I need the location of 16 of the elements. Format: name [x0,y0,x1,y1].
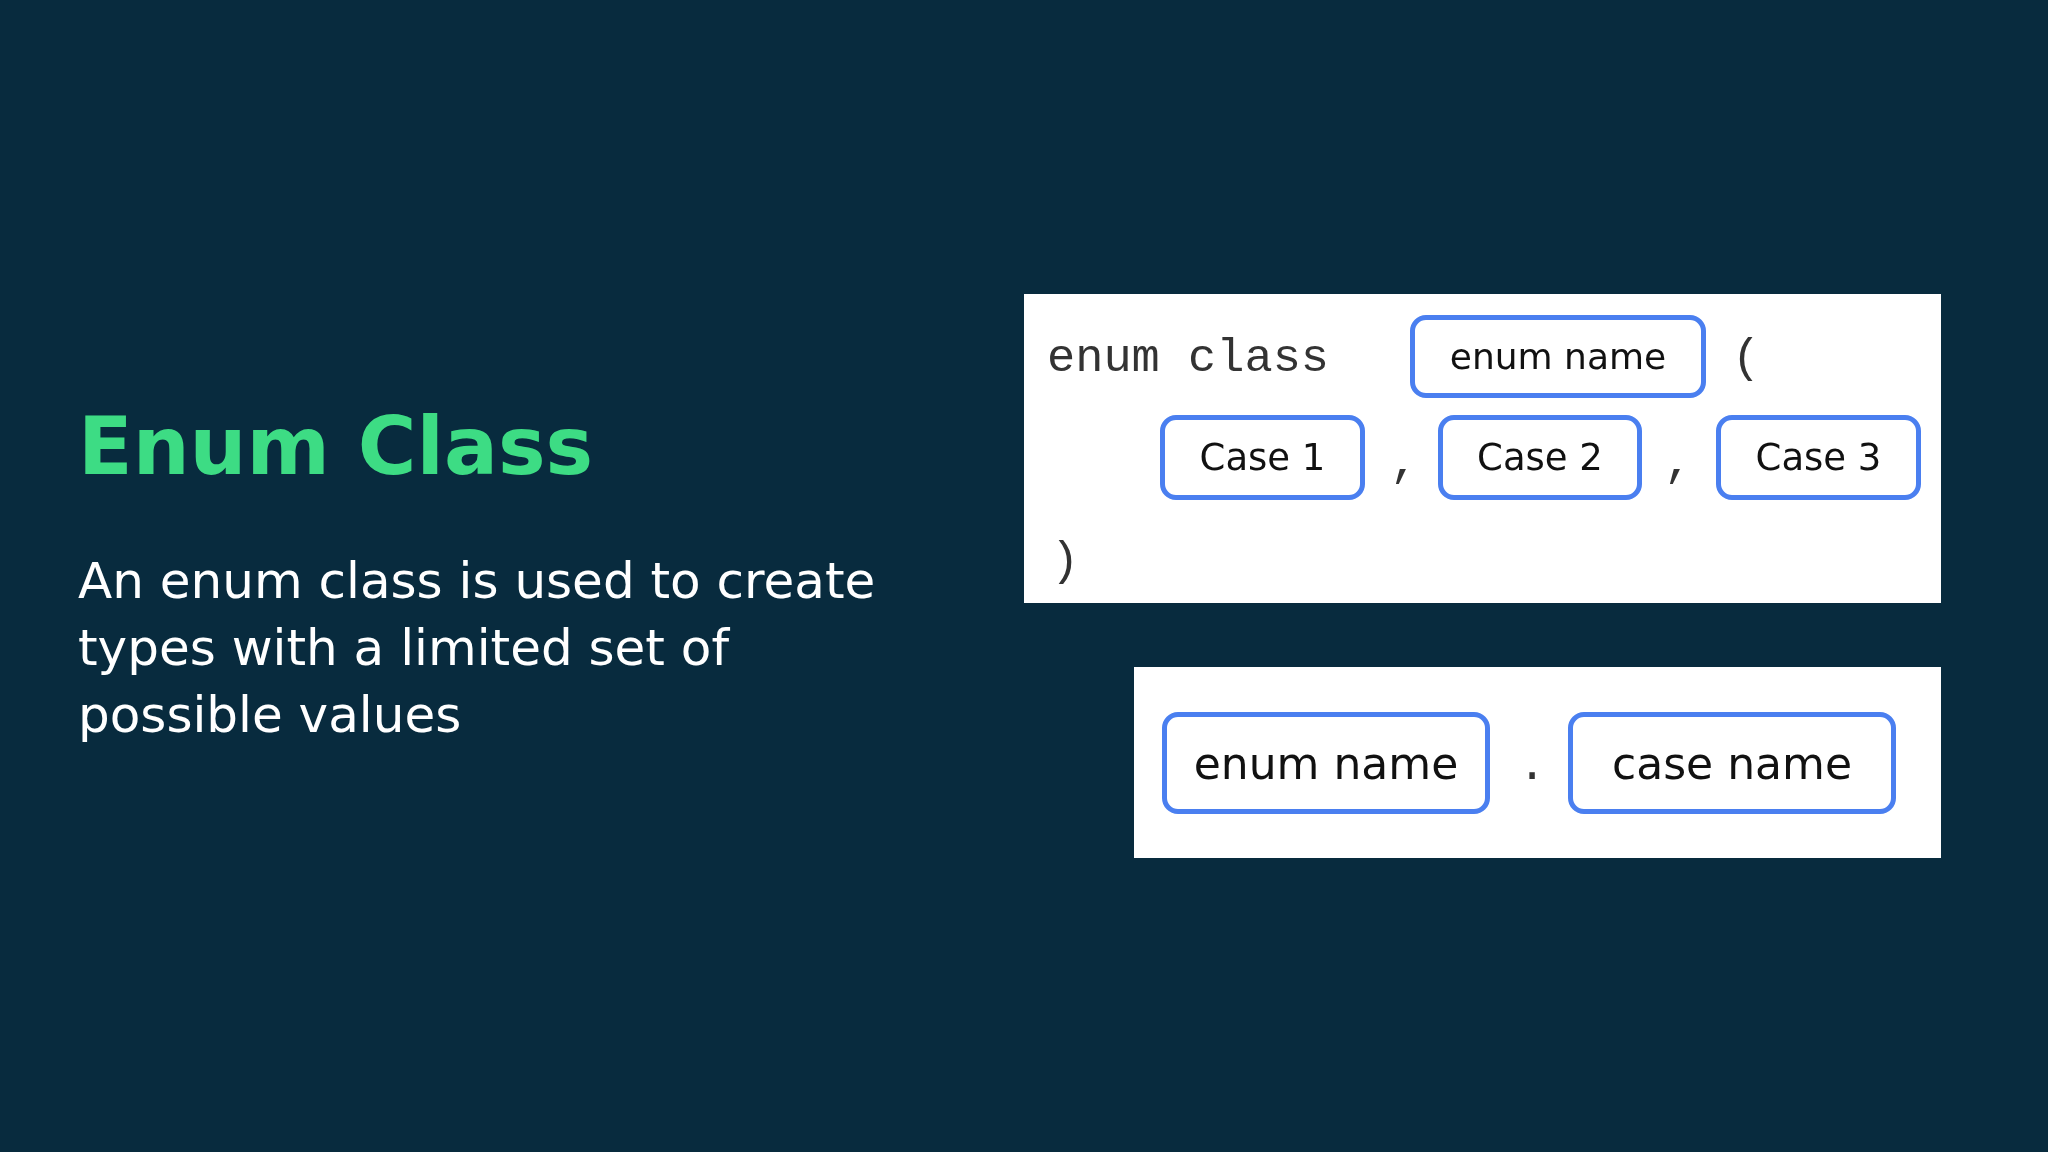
code-text: ) [1051,536,1080,588]
placeholder-box: Case 2 [1438,415,1642,500]
code-text: , [1664,438,1693,490]
description-text: An enum class is used to create types with a limited set of possible values [78,551,877,746]
code-text: enum class [1047,333,1330,385]
placeholder-box: enum name [1410,315,1706,398]
placeholder-box: Case 1 [1160,415,1365,500]
code-panel [1024,294,1941,603]
placeholder-box: enum name [1162,712,1490,814]
placeholder-box: Case 3 [1716,415,1921,500]
code-text: ( [1732,333,1761,385]
placeholder-box: case name [1568,712,1896,814]
code-text: . [1518,741,1547,793]
code-panel [1134,667,1941,858]
slide-title: Enum Class [78,400,594,493]
code-text: , [1390,438,1419,490]
